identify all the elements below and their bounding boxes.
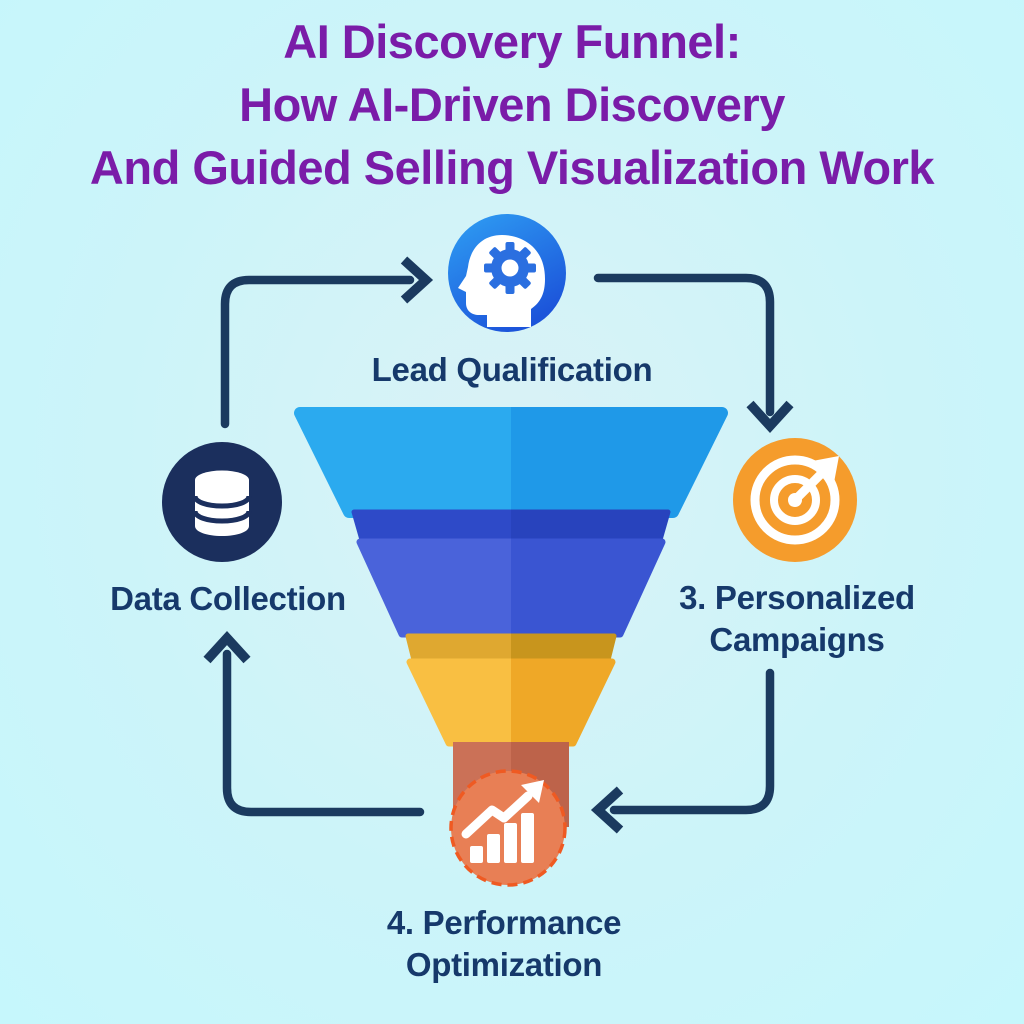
arrow-data-to-lead-line: [220, 275, 415, 429]
arrow-left-head-icon: [590, 786, 624, 834]
arrow-campaigns-to-performance-line: [609, 668, 775, 815]
funnel-layer-1: [294, 407, 728, 518]
label-personalized-campaigns-line-1: 3. Personalized: [679, 579, 915, 616]
label-personalized-campaigns-line-2: Campaigns: [709, 621, 885, 658]
arrow-lead-to-campaigns: [593, 273, 794, 434]
arrow-performance-to-data-line: [222, 649, 425, 817]
target-arrow-icon: [750, 455, 840, 545]
head-with-gear-icon: [458, 235, 545, 327]
arrow-data-to-lead: [220, 256, 434, 429]
performance-optimization-node: [449, 769, 567, 887]
funnel-layer-2: [351, 509, 671, 543]
funnel-layer-5: [406, 658, 616, 747]
label-performance-optimization-line-2: Optimization: [405, 946, 603, 983]
title-line-2: How AI-Driven Discovery: [239, 78, 785, 131]
arrow-up-head-icon: [203, 630, 251, 664]
funnel-layer-3: [356, 538, 666, 638]
growth-bar-chart-icon: [461, 780, 544, 863]
page-title: AI Discovery Funnel: How AI-Driven Disco…: [0, 10, 1024, 199]
lead-qualification-node: [448, 214, 566, 332]
title-line-3: And Guided Selling Visualization Work: [89, 141, 935, 194]
arrow-campaigns-to-performance: [590, 668, 775, 834]
funnel-layer-4: [405, 633, 617, 663]
label-performance-optimization: 4. Performance Optimization: [352, 902, 656, 986]
label-lead-qualification: Lead Qualification: [371, 351, 653, 388]
label-performance-optimization-line-1: 4. Performance: [386, 904, 622, 941]
arrow-right-head-icon: [400, 256, 434, 304]
gear-teeth: [484, 242, 536, 294]
label-data-collection: Data Collection: [110, 580, 346, 617]
arrow-performance-to-data: [203, 630, 425, 817]
label-personalized-campaigns: 3. Personalized Campaigns: [647, 577, 947, 661]
title-line-1: AI Discovery Funnel:: [283, 15, 741, 68]
arrow-lead-to-campaigns-line: [593, 273, 775, 417]
data-collection-node: [162, 442, 282, 562]
database-icon: [192, 470, 252, 536]
arrow-down-head-icon: [746, 400, 794, 434]
personalized-campaigns-node: [733, 438, 857, 562]
